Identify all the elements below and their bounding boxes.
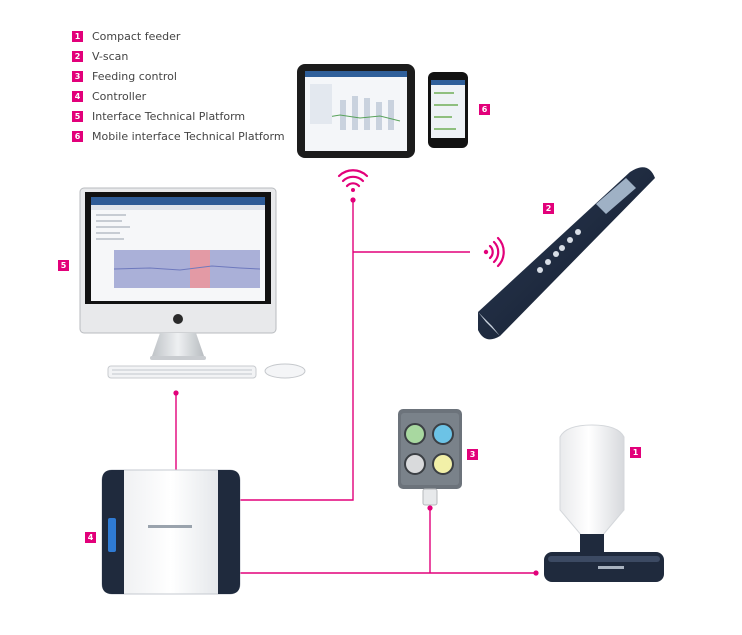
dot-feeder — [533, 570, 539, 576]
legend-item-v-scan: 2 V-scan — [72, 46, 285, 66]
legend-badge: 6 — [72, 130, 83, 142]
legend-label: V-scan — [92, 49, 129, 63]
compact-feeder — [544, 424, 664, 582]
callout-interface-platform: 5 — [58, 260, 69, 271]
callout-feeding-control: 3 — [467, 449, 478, 460]
connection-lines — [175, 200, 536, 574]
callout-compact-feeder: 1 — [630, 447, 641, 458]
callout-controller: 4 — [85, 532, 96, 543]
wireless-signal-icon — [483, 236, 505, 268]
dot-computer — [173, 390, 179, 396]
legend-badge: 1 — [72, 30, 83, 42]
legend-item-feeding-control: 3 Feeding control — [72, 66, 285, 86]
v-scan-device — [478, 167, 655, 340]
legend-item-compact-feeder: 1 Compact feeder — [72, 26, 285, 46]
dot-network — [350, 197, 356, 203]
legend-item-mobile-interface-technical-platform: 6 Mobile interface Technical Platform — [72, 126, 285, 146]
phone — [428, 72, 468, 148]
legend-item-controller: 4 Controller — [72, 86, 285, 106]
legend-badge: 4 — [72, 90, 83, 102]
computer — [79, 187, 306, 379]
tablet — [297, 64, 415, 158]
callout-mobile-interface: 6 — [479, 104, 490, 115]
legend-label: Compact feeder — [92, 29, 181, 43]
legend-badge: 5 — [72, 110, 83, 122]
callout-v-scan: 2 — [543, 203, 554, 214]
feeding-control-box — [398, 409, 462, 506]
legend-label: Mobile interface Technical Platform — [92, 129, 285, 143]
controller — [101, 469, 241, 595]
legend-label: Controller — [92, 89, 147, 103]
legend-label: Feeding control — [92, 69, 177, 83]
legend-badge: 3 — [72, 70, 83, 82]
legend-badge: 2 — [72, 50, 83, 62]
line-controller-network — [240, 200, 354, 501]
connection-dots — [173, 197, 539, 576]
legend: 1 Compact feeder 2 V-scan 3 Feeding cont… — [72, 26, 285, 146]
apple-logo-icon — [173, 314, 183, 324]
legend-label: Interface Technical Platform — [92, 109, 246, 123]
legend-item-interface-technical-platform: 5 Interface Technical Platform — [72, 106, 285, 126]
mouse — [264, 363, 306, 379]
dot-feeding-control — [427, 505, 433, 511]
wifi-icon — [337, 169, 369, 192]
